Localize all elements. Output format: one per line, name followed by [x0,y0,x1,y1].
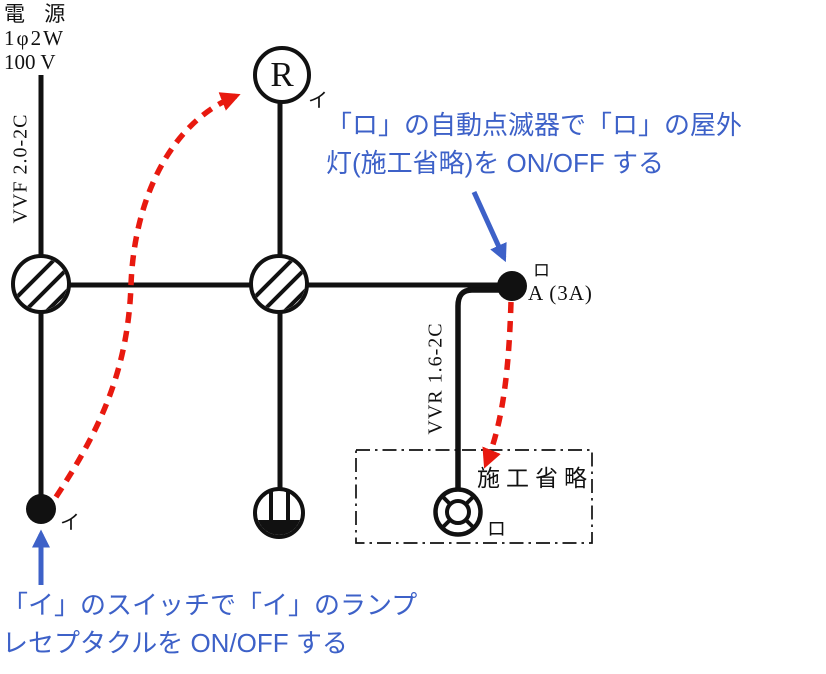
flasher-note-line2: 灯(施工省略)を ON/OFF する [326,148,664,178]
switch-note-line1: 「イ」のスイッチで「イ」のランプ [2,590,418,620]
power-source-label: 電 源 1φ2W 100 V [4,2,72,74]
flasher-circuit-label: ロ [533,261,550,280]
omitted-area-box [355,449,593,544]
outdoor-light-symbol [433,487,483,537]
lamp-receptacle-symbol [253,46,311,104]
flasher-note: 「ロ」の自動点滅器で「ロ」の屋外 灯(施工省略)を ON/OFF する [326,106,742,182]
switch-circuit-label: イ [60,512,80,534]
power-source-name: 電 源 [4,2,73,26]
power-source-phase: 1φ2W [4,26,65,50]
junction-box-left [11,254,71,314]
vvr-cable-wire [455,287,510,490]
switch-symbol [26,494,56,524]
cable-label-vvr: VVR 1.6-2C [424,322,447,435]
note-pointer-flasher [471,190,507,263]
flasher-note-line1: 「ロ」の自動点滅器で「ロ」の屋外 [326,110,743,140]
switch-to-lamp-arrow [53,92,241,499]
flasher-to-light-arrow [482,301,514,469]
lamp-receptacle-letter: R [270,55,294,94]
switch-note-line2: レセプタクルを ON/OFF する [2,628,348,658]
power-source-voltage: 100 V [4,50,56,74]
junction-box-middle [249,254,309,314]
cable-label-vvf: VVF 2.0-2C [9,113,32,224]
auto-flasher-symbol [497,271,527,301]
omitted-area-label: 施工省略 [477,466,593,491]
switch-note: 「イ」のスイッチで「イ」のランプ レセプタクルを ON/OFF する [2,586,417,662]
lamp-circuit-label: イ [308,90,328,112]
pendant-symbol [253,487,305,539]
outdoor-light-circuit-label: ロ [487,519,507,540]
flasher-rating-label: A (3A) [528,281,593,305]
